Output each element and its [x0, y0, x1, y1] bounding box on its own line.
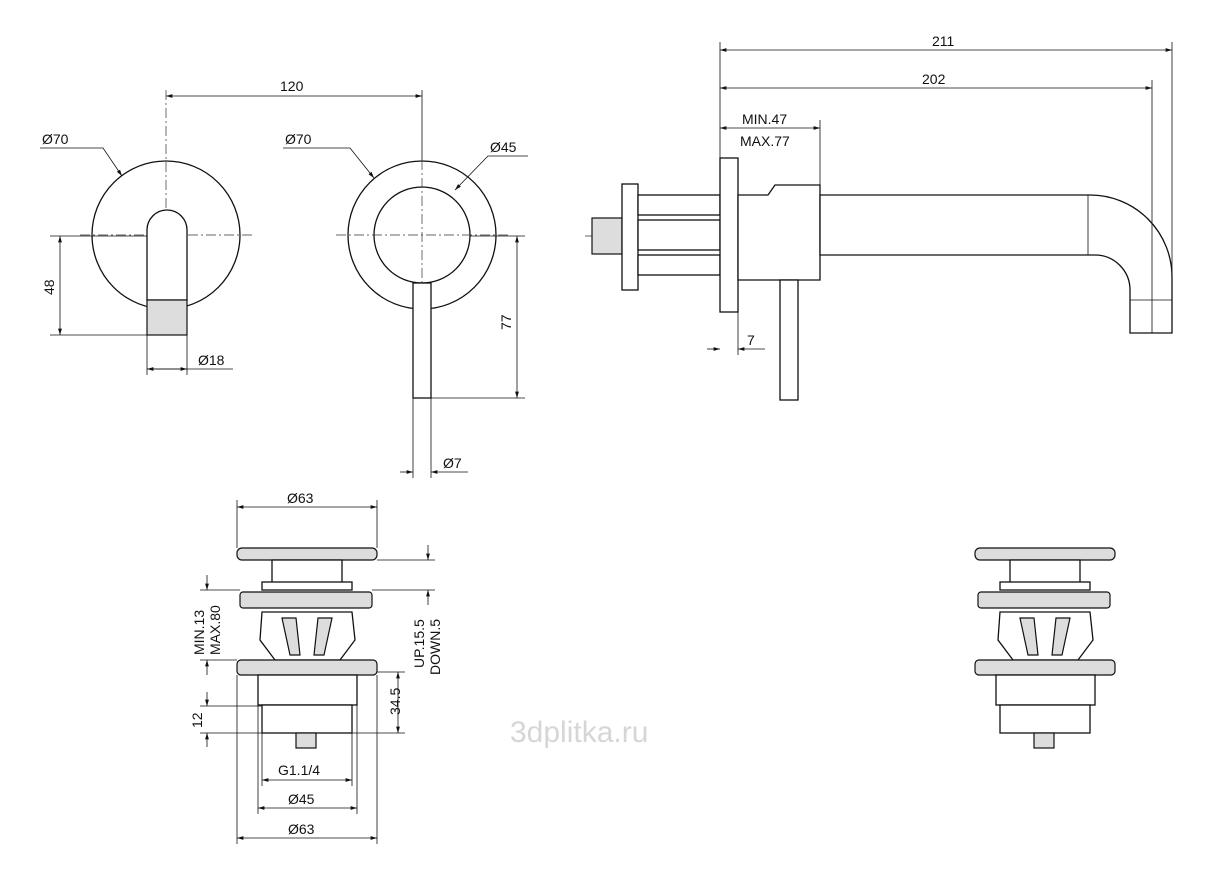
- body-height-dim: 34.5: [387, 688, 403, 715]
- total-projection-dim: 211: [932, 33, 955, 49]
- basin-thickness-max: MAX.80: [207, 605, 223, 655]
- inner-diameter-45: Ø45: [490, 139, 517, 155]
- thread-size: G1.1/4: [278, 762, 320, 778]
- basin-thickness-min: MIN.13: [191, 610, 207, 655]
- lever-diameter-18: Ø18: [198, 352, 225, 368]
- lever-diameter-7: Ø7: [443, 455, 462, 471]
- side-view: 211 202 MIN.47 MAX.77 7: [585, 33, 1173, 401]
- spout-projection-dim: 202: [922, 71, 946, 87]
- lever-length-dim: 77: [498, 314, 514, 330]
- handle-plate-diameter: Ø70: [285, 131, 312, 147]
- wall-depth-max: MAX.77: [740, 133, 790, 149]
- handle-front-view: Ø70 Ø45 77 Ø7: [283, 131, 528, 478]
- cap-diameter: Ø63: [287, 490, 314, 506]
- body-diameter: Ø45: [288, 791, 315, 807]
- mixer-height-dim: 48: [41, 279, 57, 295]
- thread-length-dim: 12: [189, 712, 205, 728]
- plate-thickness-dim: 7: [747, 332, 755, 348]
- waste-valve-drawing: [236, 547, 378, 749]
- mixer-front-view: Ø70 48 Ø18: [40, 90, 252, 375]
- stroke-down: DOWN.5: [427, 619, 443, 675]
- watermark: 3dplitka.ru: [510, 716, 648, 749]
- centre-distance-dim: 120: [280, 78, 304, 94]
- waste-valve-side-view: [974, 547, 1116, 749]
- waste-valve-dims: Ø63 MIN.13 MAX.80 UP.15.5 DOWN.5 34.5 12…: [189, 490, 443, 844]
- flange-diameter: Ø63: [288, 821, 315, 837]
- mixer-plate-diameter: Ø70: [42, 131, 69, 147]
- wall-depth-min: MIN.47: [742, 111, 787, 127]
- stroke-up: UP.15.5: [411, 619, 427, 668]
